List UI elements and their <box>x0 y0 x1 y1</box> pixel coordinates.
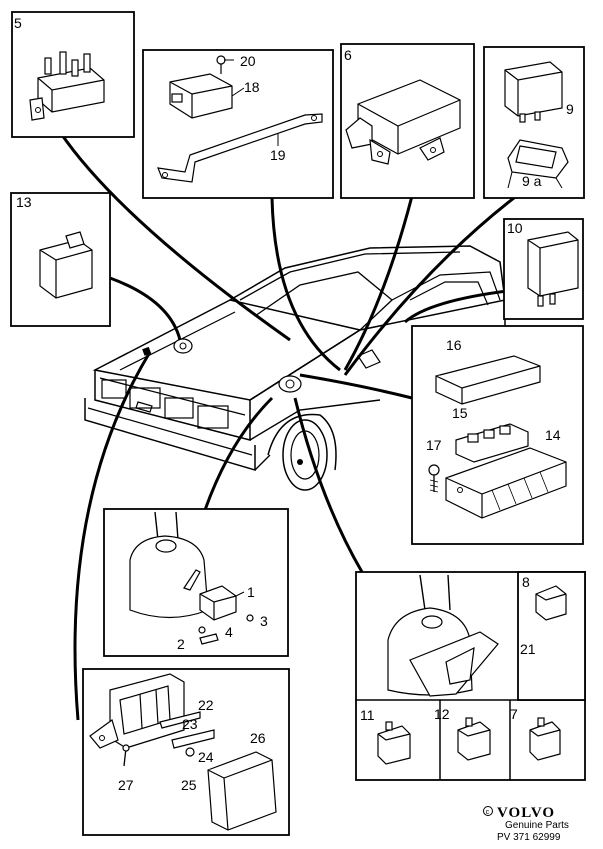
copyright-mark <box>483 806 493 816</box>
box-6 <box>340 43 475 199</box>
callout-15: 15 <box>452 405 468 421</box>
relay-10-drawing <box>527 231 579 307</box>
module-6-drawing <box>345 79 461 165</box>
screw-17-drawing <box>428 464 440 493</box>
relay-12-drawing <box>457 717 491 761</box>
part-reference: PV 371 62999 <box>497 832 561 843</box>
bracket-21-drawing <box>409 631 499 697</box>
brand-subtitle: Genuine Parts <box>505 820 569 831</box>
box-18-19-20 <box>142 49 334 199</box>
box-1-4 <box>103 508 289 657</box>
fuse-holder-15-drawing <box>455 423 529 463</box>
callout-9a: 9 a <box>522 173 542 189</box>
callout-21: 21 <box>520 641 536 657</box>
callout-7: 7 <box>510 706 518 722</box>
relay-18-drawing <box>169 73 233 119</box>
callout-27: 27 <box>118 777 134 793</box>
box-13 <box>10 192 111 327</box>
callout-13: 13 <box>16 194 32 210</box>
bracket-22-drawing <box>89 673 185 749</box>
cover-26-drawing <box>207 751 277 831</box>
relay-8-drawing <box>535 585 567 621</box>
callout-9: 9 <box>566 101 574 117</box>
box-9 <box>483 46 585 199</box>
socket-9a-drawing <box>507 139 569 189</box>
callout-1: 1 <box>247 584 255 600</box>
svg-text:c: c <box>486 809 490 816</box>
relay-9-drawing <box>504 61 563 123</box>
box-7-21 <box>355 571 586 781</box>
volvo-branding: c VOLVO Genuine Parts PV 371 62999 <box>483 805 569 843</box>
callout-2: 2 <box>177 636 185 652</box>
box-10 <box>503 218 584 320</box>
box-14-17 <box>411 325 584 545</box>
callout-8: 8 <box>522 574 530 590</box>
callout-17: 17 <box>426 437 442 453</box>
clip-24-drawing <box>171 729 215 749</box>
callout-6: 6 <box>344 47 352 63</box>
callout-26: 26 <box>250 730 266 746</box>
callout-labels: 5 20 18 19 6 9 9 a 13 10 16 15 17 14 1 3… <box>14 15 574 793</box>
relay-7-drawing <box>529 717 561 761</box>
callout-24: 24 <box>198 749 214 765</box>
screw-27-drawing <box>122 744 130 767</box>
box-22-27 <box>82 668 290 836</box>
bracket-19-drawing <box>157 113 323 183</box>
screw-25-drawing <box>185 747 195 757</box>
callout-10: 10 <box>507 220 523 236</box>
callout-25: 25 <box>181 777 197 793</box>
callout-3: 3 <box>260 613 268 629</box>
relay-11-drawing <box>377 721 411 765</box>
callout-20: 20 <box>240 53 256 69</box>
callout-4: 4 <box>225 624 233 640</box>
relay-1-drawing <box>183 569 237 621</box>
relay-13-drawing <box>39 231 93 299</box>
callout-22: 22 <box>198 697 214 713</box>
steering-column-1-drawing <box>129 511 209 619</box>
cover-16-drawing <box>435 355 541 405</box>
callout-19: 19 <box>270 147 286 163</box>
callout-5: 5 <box>14 15 22 31</box>
callout-18: 18 <box>244 79 260 95</box>
bracket-14-drawing <box>445 447 567 519</box>
callout-14: 14 <box>545 427 561 443</box>
relay-5-drawing <box>29 51 105 121</box>
brand-name: VOLVO <box>497 805 555 821</box>
clip-23-drawing <box>159 711 201 729</box>
callout-16: 16 <box>446 337 462 353</box>
callout-23: 23 <box>182 716 198 732</box>
callout-11: 11 <box>360 707 375 723</box>
box-5 <box>11 11 135 138</box>
callout-12: 12 <box>434 706 450 722</box>
